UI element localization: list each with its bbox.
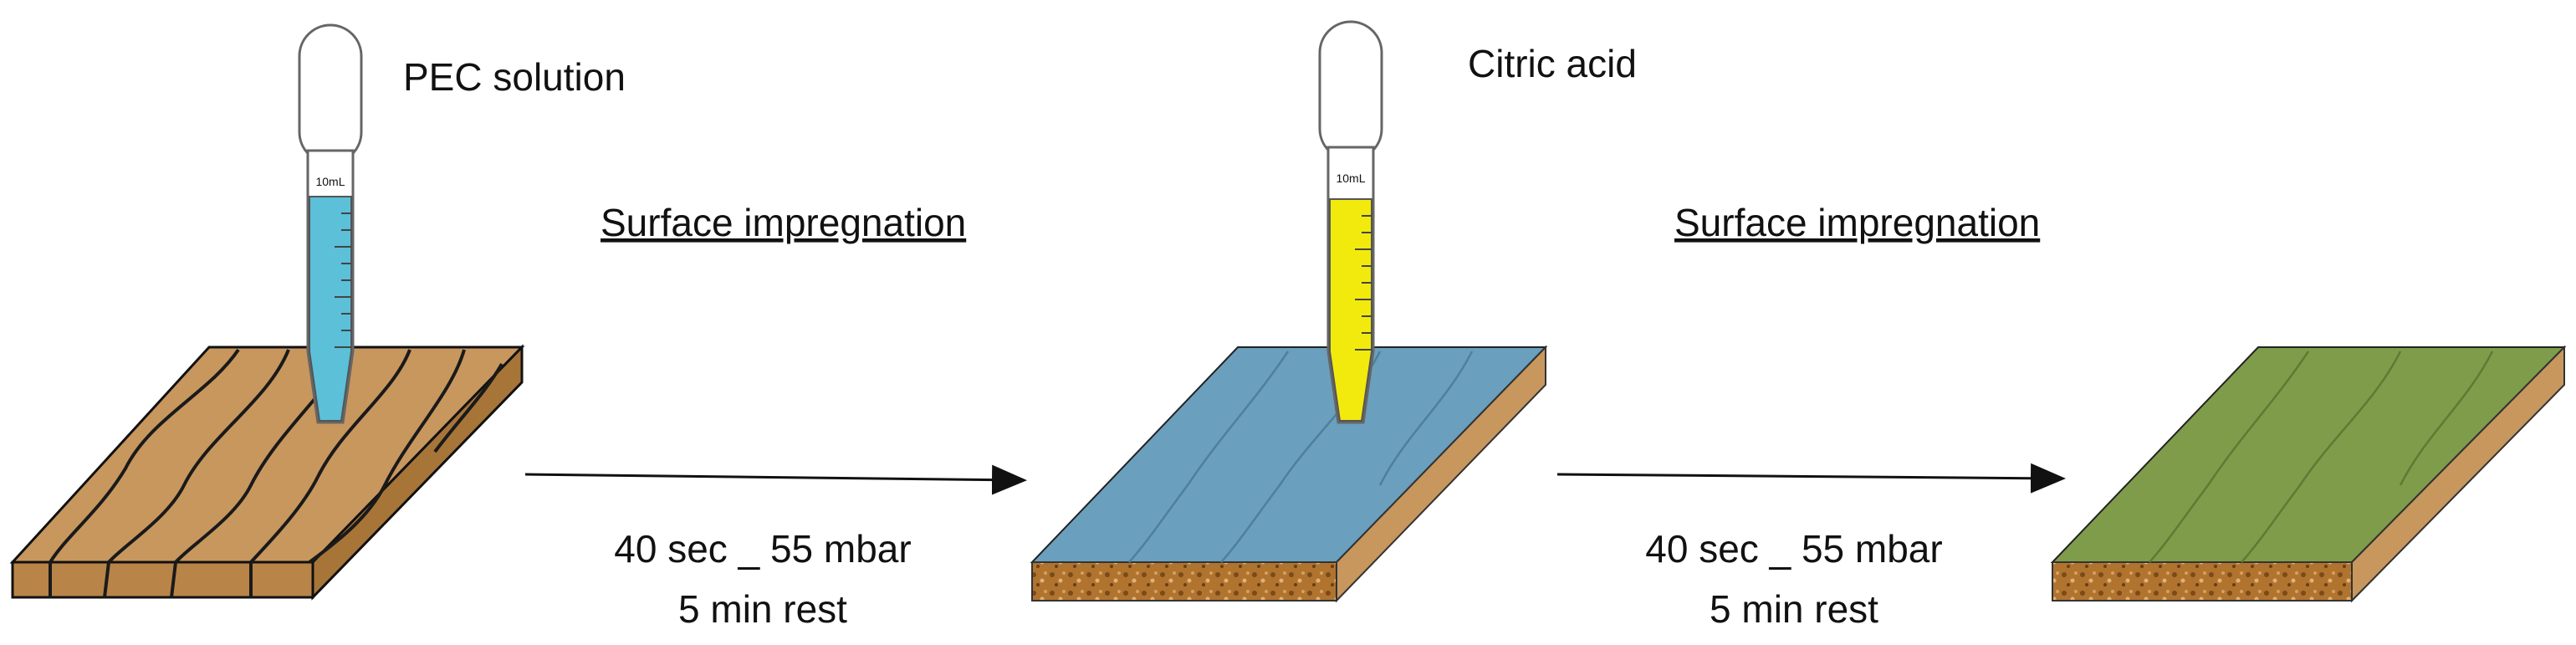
step1-conditions-line2: 5 min rest (678, 587, 847, 631)
pipette-tube-icon: 10mL (298, 23, 363, 424)
tube2-volume-label: 10mL (1336, 171, 1365, 185)
arrow-right-icon (524, 464, 1027, 495)
step2-conditions-line2: 5 min rest (1710, 587, 1878, 631)
step2-conditions-line1: 40 sec _ 55 mbar (1645, 527, 1942, 571)
raw-wood-board (9, 344, 525, 601)
arrow-right-icon (1556, 463, 2066, 494)
step2-title: Surface impregnation (1674, 201, 2040, 244)
step1-conditions-line1: 40 sec _ 55 mbar (614, 527, 911, 571)
pec-coated-board (1030, 345, 1548, 603)
pipette-tube-icon: 10mL (1318, 20, 1383, 424)
step1-title: Surface impregnation (601, 201, 966, 244)
tube1-volume-label: 10mL (315, 175, 345, 188)
tube1-label: PEC solution (403, 55, 626, 99)
tube2-label: Citric acid (1468, 42, 1637, 85)
citric-acid-treated-board (2050, 345, 2567, 603)
